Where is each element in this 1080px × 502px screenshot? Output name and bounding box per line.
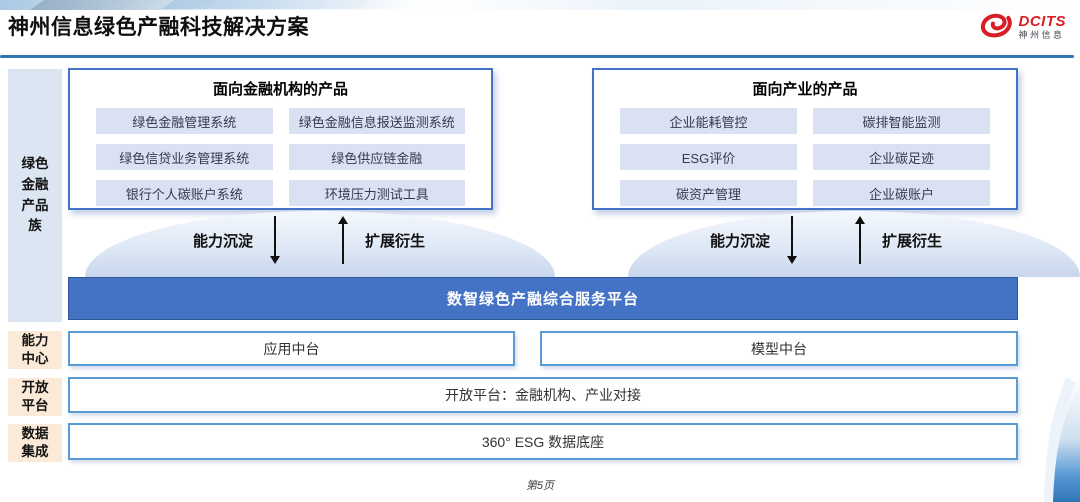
product-item: 绿色供应链金融 [288,144,465,170]
flow-label-down: 能力沉淀 [710,232,771,250]
logo-text: DCITS 神州信息 [1019,14,1067,40]
logo-brand-cn: 神州信息 [1018,30,1065,41]
product-group-industry: 面向产业的产品 企业能耗管控 碳排智能监测 ESG评价 企业碳足迹 碳资产管理 … [592,68,1018,210]
sidebar-label-product-family: 绿色 金融 产品 族 [8,69,62,322]
product-item: 绿色信贷业务管理系统 [96,144,273,170]
logo-brand: DCITS [1018,13,1066,31]
row-data-base: 360° ESG 数据底座 [68,423,1018,460]
product-group-title: 面向金融机构的产品 [212,81,348,98]
page-title: 神州信息绿色产融科技解决方案 [8,16,309,39]
product-group-financial: 面向金融机构的产品 绿色金融管理系统 绿色金融信息报送监测系统 绿色信贷业务管理… [68,68,493,210]
company-logo: DCITS 神州信息 [978,10,1067,45]
sidebar-label-capability-center: 能力 中心 [8,331,62,369]
product-item: 绿色金融管理系统 [96,108,273,134]
down-arrow-icon [269,216,281,264]
title-divider [0,55,1074,58]
up-arrow-icon [337,216,349,264]
top-streak-decoration [161,0,479,9]
up-arrow-icon [854,216,866,264]
product-grid: 绿色金融管理系统 绿色金融信息报送监测系统 绿色信贷业务管理系统 绿色供应链金融… [96,108,465,206]
logo-swirl-icon [978,10,1014,45]
product-item: 银行个人碳账户系统 [96,180,273,206]
down-arrow-icon [786,216,798,264]
product-item: 碳资产管理 [620,180,797,206]
product-item: ESG评价 [620,144,797,170]
flow-group-right: 能力沉淀 扩展衍生 [710,214,942,266]
product-item: 绿色金融信息报送监测系统 [288,108,465,134]
corner-swoosh-decoration [1044,377,1080,502]
product-group-title: 面向产业的产品 [752,81,858,98]
row-open-platform: 开放平台：金融机构、产业对接 [68,377,1018,413]
sidebar-label-open-platform: 开放 平台 [8,378,62,416]
product-item: 碳排智能监测 [813,108,990,134]
product-item: 企业碳足迹 [813,144,990,170]
top-decoration-band [0,0,1080,10]
row-app-center: 应用中台 [68,331,515,366]
product-item: 企业碳账户 [813,180,990,206]
platform-bar: 数智绿色产融综合服务平台 [68,277,1018,320]
product-grid: 企业能耗管控 碳排智能监测 ESG评价 企业碳足迹 碳资产管理 企业碳账户 [620,108,990,206]
flow-label-up: 扩展衍生 [882,232,943,250]
flow-label-up: 扩展衍生 [365,232,426,250]
product-item: 企业能耗管控 [620,108,797,134]
page-number: 第5页 [525,480,555,492]
row-model-center: 模型中台 [540,331,1018,366]
flow-label-down: 能力沉淀 [193,232,254,250]
flow-group-left: 能力沉淀 扩展衍生 [193,214,425,266]
sidebar-label-data-integration: 数据 集成 [8,424,62,462]
product-item: 环境压力测试工具 [288,180,465,206]
